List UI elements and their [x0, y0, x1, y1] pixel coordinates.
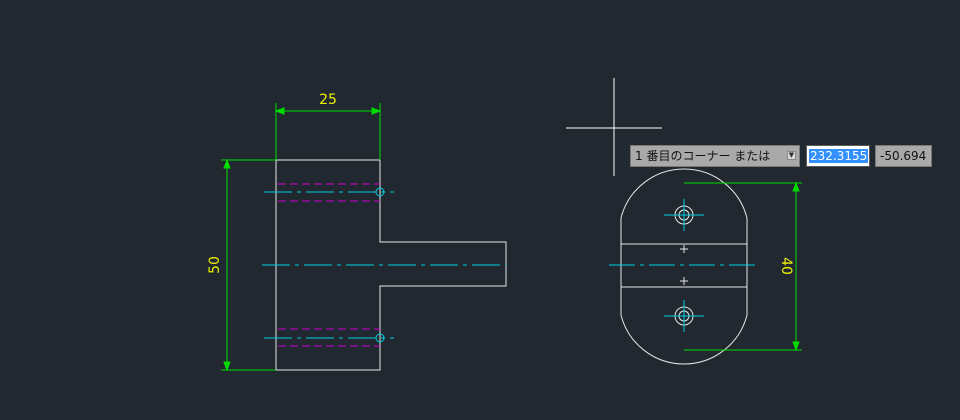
hole-marker-top — [375, 187, 385, 197]
y-coordinate-input[interactable]: -50.694 — [875, 145, 932, 167]
x-coordinate-value: 232.3155 — [809, 149, 869, 163]
front-view — [262, 159, 507, 371]
dimension-text-25: 25 — [319, 92, 337, 108]
centerlines — [262, 191, 506, 339]
command-prompt-tooltip[interactable]: 1 番目のコーナー または ▼ — [630, 145, 800, 167]
y-coordinate-value: -50.694 — [880, 149, 927, 163]
side-view — [609, 168, 760, 365]
dimension-height-right — [684, 181, 802, 352]
crosshair-cursor-icon — [566, 78, 662, 176]
dropdown-arrow-icon[interactable]: ▼ — [787, 151, 796, 160]
dimension-height-left — [221, 158, 276, 372]
hidden-lines — [278, 183, 380, 347]
front-view-outline — [275, 159, 507, 371]
x-coordinate-input[interactable]: 232.3155 — [806, 145, 870, 167]
dimension-text-50: 50 — [207, 256, 223, 274]
dimension-width-top — [274, 103, 382, 160]
dimension-text-40: 40 — [778, 257, 794, 275]
side-view-outline — [620, 168, 748, 365]
prompt-text: 1 番目のコーナー または — [635, 149, 771, 163]
hole-marker-bottom — [375, 333, 385, 343]
